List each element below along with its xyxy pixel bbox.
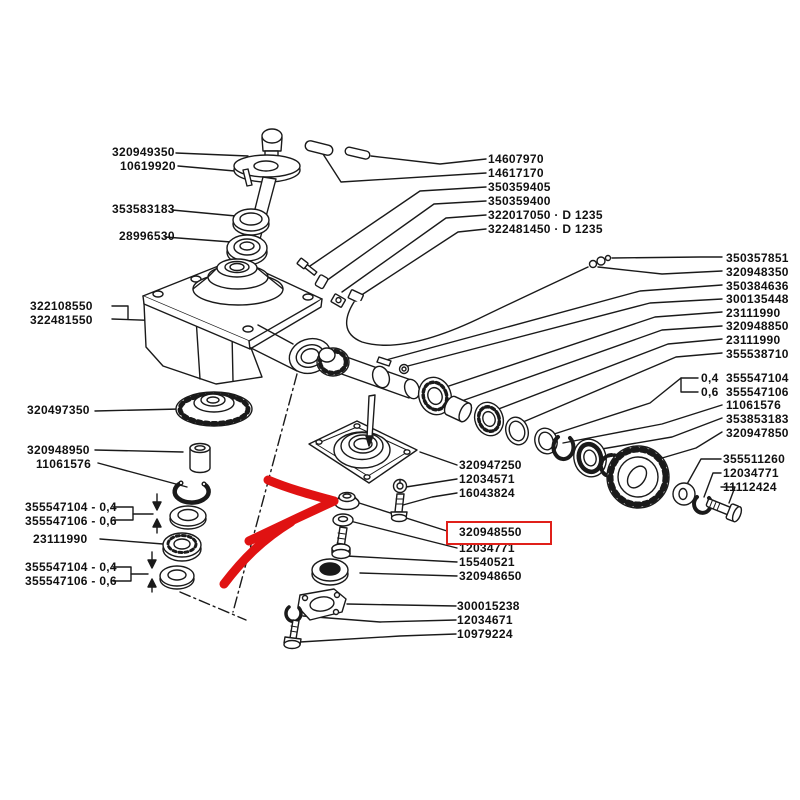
hex-bolt-bottom	[283, 619, 302, 650]
lock-washer-center	[392, 478, 408, 494]
part-number-label: 12034771	[723, 466, 779, 480]
part-number-label: 322481550	[30, 313, 93, 327]
part-number-label: 14617170	[488, 166, 544, 180]
circlip-right	[551, 435, 576, 462]
plug-and-breather-parts	[296, 254, 612, 346]
part-number-label: 11061576	[36, 457, 92, 471]
part-number-label: 320949350	[112, 145, 175, 159]
part-number-label: 10619920	[120, 159, 176, 173]
part-number-label: 23111990	[726, 306, 781, 320]
part-number-label: 11061576	[726, 398, 782, 412]
part-number-label: 320948650	[459, 569, 522, 583]
highlight-arrow	[219, 475, 339, 589]
circlip-left	[172, 480, 211, 505]
part-number-label: 16043824	[459, 486, 515, 500]
part-number-label: 320948350	[726, 265, 789, 279]
oil-seal	[573, 438, 607, 478]
roll-pin	[242, 168, 253, 187]
highlight-box	[446, 521, 552, 545]
part-number-label: 350359400	[488, 194, 551, 208]
grommet-highlighted-part	[334, 491, 360, 511]
part-number-label: 355511260	[723, 452, 786, 466]
part-number-label: 320497350	[27, 403, 90, 417]
mounting-flange	[297, 588, 347, 621]
ball-bearing-shaft-2	[473, 401, 505, 437]
part-number-label: 28996530	[119, 229, 175, 243]
bushing-cylinder	[189, 442, 211, 474]
part-number-label: 12034571	[459, 472, 515, 486]
part-number-label: 350357851	[726, 251, 789, 265]
part-number-label: 10979224	[457, 627, 513, 641]
part-number-label: 14607970	[488, 152, 544, 166]
shim-washer-2	[159, 565, 195, 590]
bevel-gear-wheel	[175, 391, 253, 427]
part-number-label: 12034671	[457, 613, 513, 627]
chain-sprocket	[599, 445, 670, 509]
spacer-sleeve	[443, 395, 473, 423]
washer-center	[332, 513, 354, 527]
part-number-label: 320948950	[27, 443, 90, 457]
part-number-label: 353853183	[726, 412, 789, 426]
shim-washer-1	[169, 505, 207, 530]
pinion-shaft	[316, 347, 421, 400]
leader-lines	[94, 152, 736, 643]
part-number-label: 320947250	[459, 458, 522, 472]
part-number-label: 300015238	[457, 599, 520, 613]
part-number-label: 355547106 - 0,6	[25, 574, 117, 588]
part-number-label: 355547106 - 0,6	[25, 514, 117, 528]
part-number-label: 320947850	[726, 426, 789, 440]
part-number-label: 322108550	[30, 299, 93, 313]
part-number-label: 355547106	[726, 385, 789, 399]
part-number-label: 355547104 - 0,4	[25, 500, 117, 514]
part-number-label: 23111990	[33, 532, 88, 546]
axis-centerlines	[179, 373, 298, 621]
bolt-center	[331, 526, 351, 560]
shim-thickness-label: 0,4	[701, 371, 719, 385]
part-number-label: 300135448	[726, 292, 789, 306]
part-number-label: 11112424	[723, 480, 777, 494]
shim-thickness-arrows	[147, 493, 162, 593]
part-number-label: 23111990	[726, 333, 781, 347]
flat-washer-right	[672, 482, 696, 506]
stud-bolt-center	[390, 493, 408, 523]
ball-bearing-left	[162, 532, 202, 562]
part-number-label: 322481450 · D 1235	[488, 222, 603, 236]
breather-tube	[346, 266, 589, 346]
ball-bearing-shaft-1	[417, 376, 453, 416]
detent-pins	[304, 140, 371, 160]
ring-washer	[504, 416, 530, 446]
part-number-label: 355547104	[726, 371, 789, 385]
seal-ring-upper	[232, 208, 270, 236]
part-number-label: 350359405	[488, 180, 551, 194]
ball-bearing-upper	[226, 234, 268, 266]
seal-ring-lower	[311, 558, 349, 586]
part-number-label: 350384636	[726, 279, 789, 293]
lock-washer-bottom	[284, 605, 303, 624]
part-number-label: 322017050 · D 1235	[488, 208, 603, 222]
highlighted-part-label: 320948550	[459, 525, 522, 539]
cover-plate	[308, 394, 418, 484]
shaft-key	[376, 356, 392, 367]
part-number-label: 353583183	[112, 202, 175, 216]
shim-thickness-label: 0,6	[701, 385, 719, 399]
gearbox-housing	[142, 258, 332, 385]
part-number-label: 355547104 - 0,4	[25, 560, 117, 574]
hex-bolt-right	[705, 498, 743, 523]
part-number-label: 15540521	[459, 555, 515, 569]
part-number-label: 355538710	[726, 347, 789, 361]
part-number-label: 320948850	[726, 319, 789, 333]
